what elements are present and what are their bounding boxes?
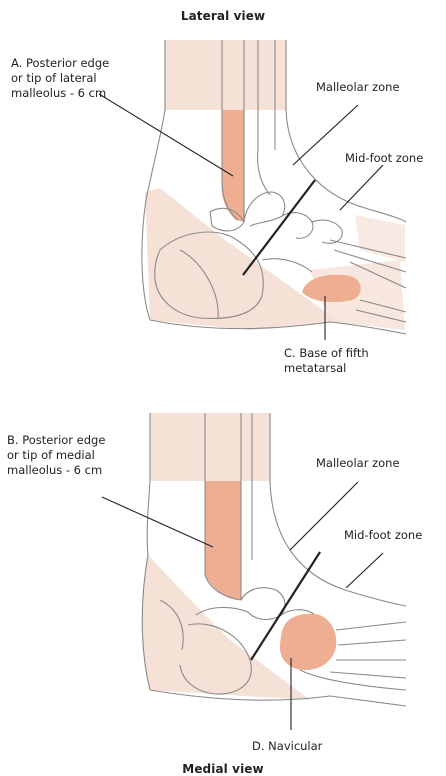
label-a-lateral-malleolus: A. Posterior edge or tip of lateral mall… [11, 56, 109, 101]
medial-malleolus-highlight [205, 481, 241, 600]
label-c-fifth-metatarsal: C. Base of fifth metatarsal [284, 346, 369, 376]
medial-talus-outline [241, 588, 285, 620]
lateral-dorsum-shaded-region [355, 215, 405, 262]
navicular-highlight [280, 614, 336, 670]
label-malleolar-zone-lateral: Malleolar zone [316, 80, 400, 95]
label-b-medial-malleolus: B. Posterior edge or tip of medial malle… [7, 433, 105, 478]
medial-view-title: Medial view [0, 762, 446, 776]
leader-line-midfoot-lateral [340, 165, 383, 210]
leader-line-midfoot-medial [346, 553, 383, 588]
label-midfoot-zone-lateral: Mid-foot zone [345, 151, 423, 166]
label-d-navicular: D. Navicular [252, 739, 322, 754]
lateral-leg-shaded-region [165, 40, 286, 110]
medial-leg-outline-front [270, 413, 406, 606]
label-midfoot-zone-medial: Mid-foot zone [344, 528, 422, 543]
leader-line-b [102, 497, 213, 547]
lateral-talus-outline [244, 192, 285, 226]
fifth-metatarsal-highlight [302, 275, 361, 302]
lateral-malleolus-highlight [222, 110, 244, 222]
label-malleolar-zone-medial: Malleolar zone [316, 456, 400, 471]
